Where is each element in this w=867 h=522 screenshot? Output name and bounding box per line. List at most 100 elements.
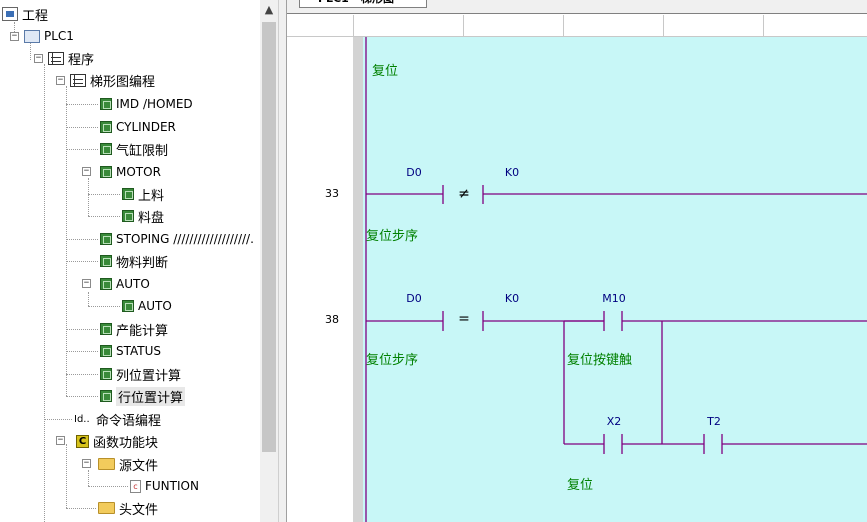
tree-ladder-label: 梯形图编程 — [90, 74, 156, 90]
tree-item-ladder-block[interactable]: 产能计算 — [100, 319, 168, 339]
tree-item-ladder-block[interactable]: 列位置计算 — [100, 364, 181, 384]
ruler-tick — [463, 15, 464, 37]
tree-item-ladder-block[interactable]: 料盘 — [122, 206, 164, 226]
tree-instruction-label: 命令语编程 — [96, 413, 162, 429]
tree-scrollbar[interactable]: ▲ — [260, 0, 278, 522]
expand-toggle-source[interactable]: − — [82, 458, 91, 468]
tree-guide — [44, 64, 45, 522]
tree-item-ladder-block[interactable]: AUTO — [122, 296, 172, 316]
contact-operand: X2 — [606, 415, 622, 428]
tree-guide — [88, 216, 120, 217]
program-icon — [48, 51, 64, 65]
tree-item-label: STATUS — [116, 344, 162, 358]
tree-item-ladder-block[interactable]: AUTO — [100, 274, 150, 294]
ladder-block-icon — [122, 300, 134, 312]
tree-item-label: 气缸限制 — [116, 143, 169, 159]
tree-guide — [44, 419, 72, 420]
tree-source-label: 源文件 — [119, 458, 159, 474]
project-tree-panel: 工程 − PLC1 − 程序 − 梯形图编程 IMD /HOMED CYLIND… — [0, 0, 260, 522]
ladder-block-icon — [122, 188, 134, 200]
tree-item-source-file[interactable]: c FUNTION — [130, 476, 199, 496]
ladder-block-icon — [100, 166, 112, 178]
tree-item-label: CYLINDER — [116, 120, 176, 134]
tree-item-ladder-block[interactable]: 气缸限制 — [100, 139, 168, 159]
tab-ladder-diagram[interactable]: PLC1 - 梯形图 — [299, 0, 427, 8]
tree-item-label: AUTO — [116, 277, 150, 291]
tree-item-ladder-block[interactable]: STATUS — [100, 341, 161, 361]
tree-guide — [66, 329, 98, 330]
step-number-column: 33 38 — [287, 37, 353, 522]
tree-guide — [88, 194, 120, 195]
contact-operand: K0 — [504, 292, 520, 305]
contact-operand: D0 — [406, 166, 422, 179]
ladder-block-icon — [100, 121, 112, 133]
tree-header-label: 头文件 — [119, 502, 159, 518]
tree-item-ladder-block[interactable]: CYLINDER — [100, 117, 176, 137]
ruler-tick — [663, 15, 664, 37]
tree-guide — [66, 261, 98, 262]
panel-splitter[interactable] — [278, 0, 287, 522]
contact-operand: K0 — [504, 166, 520, 179]
contact-comment: 复位步序 — [366, 353, 419, 368]
scroll-up-arrow-icon[interactable]: ▲ — [264, 3, 274, 16]
rung-gutter — [353, 37, 363, 522]
folder-icon — [98, 458, 115, 470]
ruler-tick — [353, 15, 354, 37]
tree-item-ladder-block[interactable]: STOPING ///////////////////. — [100, 229, 254, 249]
tree-item-ladder-block[interactable]: IMD /HOMED — [100, 94, 193, 114]
instruction-icon: Id.. — [74, 413, 90, 425]
tree-item-label: 上料 — [138, 188, 165, 204]
tree-node-ladder-programming[interactable]: 梯形图编程 — [70, 70, 155, 90]
tree-guide — [66, 104, 98, 105]
plc-icon — [24, 29, 40, 43]
tree-item-ladder-block[interactable]: 行位置计算 — [100, 386, 186, 406]
scroll-thumb[interactable] — [262, 22, 276, 452]
ladder-program-icon — [70, 73, 86, 87]
tree-item-label: AUTO — [138, 299, 172, 313]
tree-item-label: MOTOR — [116, 165, 161, 179]
contact-comment: 复位 — [567, 478, 594, 493]
ruler-tick — [563, 15, 564, 37]
expand-toggle-auto[interactable]: − — [82, 278, 91, 288]
tree-node-plc1[interactable]: PLC1 — [24, 26, 74, 46]
tree-item-label: IMD /HOMED — [116, 97, 193, 111]
ladder-editor: PLC1 - 梯形图 33 38 — [287, 0, 867, 522]
compare-operator: = — [458, 311, 470, 327]
expand-toggle-ladder[interactable]: − — [56, 75, 65, 85]
expand-toggle-motor[interactable]: − — [82, 166, 91, 176]
ladder-block-icon — [100, 345, 112, 357]
tree-node-program[interactable]: 程序 — [48, 48, 94, 68]
tree-item-ladder-block[interactable]: 上料 — [122, 184, 164, 204]
tree-program-label: 程序 — [68, 52, 95, 68]
tree-root-label: 工程 — [22, 8, 49, 24]
tree-item-ladder-block[interactable]: MOTOR — [100, 162, 161, 182]
c-file-icon: c — [130, 479, 141, 493]
rung-comment: 复位 — [372, 64, 399, 79]
expand-toggle-plc1[interactable]: − — [10, 31, 19, 41]
tree-guide — [66, 396, 98, 397]
column-ruler — [287, 15, 867, 37]
tree-root-project[interactable]: 工程 — [2, 4, 48, 24]
folder-icon — [98, 502, 115, 514]
expand-toggle-function-block[interactable]: − — [56, 435, 65, 445]
expand-toggle-program[interactable]: − — [34, 53, 43, 63]
tree-item-ladder-block[interactable]: 物料判断 — [100, 251, 168, 271]
ladder-block-icon — [100, 278, 112, 290]
ladder-canvas[interactable] — [363, 37, 867, 522]
ladder-block-icon — [100, 233, 112, 245]
compare-operator: ≠ — [458, 186, 470, 202]
tree-guide — [66, 374, 98, 375]
tree-source-file-label: FUNTION — [145, 479, 199, 493]
tree-node-header-folder[interactable]: 头文件 — [98, 498, 158, 518]
ladder-block-icon — [122, 210, 134, 222]
ladder-diagram[interactable] — [363, 37, 867, 522]
tree-guide — [88, 486, 128, 487]
contact-operand: T2 — [707, 415, 721, 428]
tree-guide — [66, 127, 98, 128]
tree-node-instruction-programming[interactable]: Id.. 命令语编程 — [74, 409, 161, 429]
function-block-icon: C — [76, 434, 89, 448]
tree-item-label: 列位置计算 — [116, 368, 182, 384]
tree-node-function-block[interactable]: C 函数功能块 — [76, 431, 158, 451]
tree-node-source-folder[interactable]: 源文件 — [98, 454, 158, 474]
step-number: 33 — [325, 187, 339, 200]
